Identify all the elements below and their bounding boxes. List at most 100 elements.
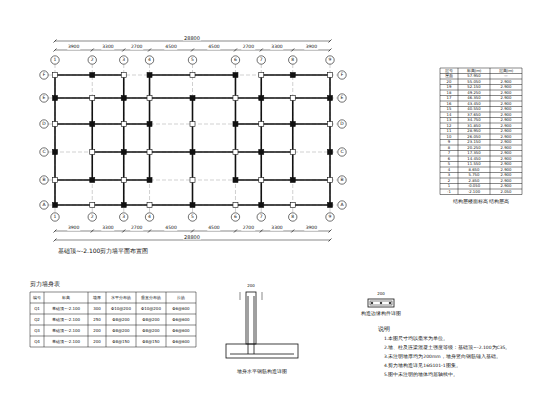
drawing-label: 3300: [101, 226, 114, 231]
drawing-label: 墙厚: [93, 296, 101, 300]
drawing-label: Φ8@200: [112, 318, 129, 322]
drawing-label: 基础顶~-2.100剪力墙平面布置图: [58, 248, 148, 254]
drawing-label: 46.350: [467, 96, 480, 100]
drawing-label: Φ8@200: [142, 329, 159, 333]
drawing-label: -0.050: [468, 184, 480, 188]
drawing-label: 7: [260, 215, 263, 220]
drawing-label: 2.900: [501, 157, 512, 161]
drawing-label: 2.900: [501, 168, 512, 172]
drawing-label: 2700: [130, 45, 143, 50]
drawing-label: 8: [291, 58, 294, 63]
drawing-label: 26.050: [467, 135, 480, 139]
drawing-label: 15: [447, 107, 452, 111]
drawing-label: 200: [93, 340, 101, 344]
drawing-label: 16: [447, 102, 452, 106]
drawing-label: 28.950: [467, 129, 480, 133]
drawing-label: 屋面: [445, 74, 453, 78]
drawing-label: 200: [247, 284, 255, 288]
drawing-label: 2.900: [501, 151, 512, 155]
drawing-label: C: [42, 150, 45, 155]
drawing-label: Q3: [34, 329, 40, 333]
drawing-label: 墙身水平钢筋构造详图: [237, 369, 287, 374]
drawing-label: 31.850: [467, 124, 480, 128]
drawing-label: 2.900: [501, 124, 512, 128]
drawing-label: 40.550: [467, 107, 480, 111]
drawing-label: 57.950: [467, 74, 480, 78]
drawing-label: 2.900: [501, 113, 512, 117]
drawing-label: 2.900: [501, 91, 512, 95]
drawing-label: 14: [447, 113, 452, 117]
drawing-label: 3300: [270, 226, 283, 231]
drawing-label: 12: [447, 124, 452, 128]
drawing-label: A: [340, 203, 343, 208]
drawing-label: 3900: [305, 226, 318, 231]
drawing-label: D: [340, 122, 343, 127]
drawing-label: 1: [448, 184, 450, 188]
drawing-label: 基础顶~-2.100: [52, 340, 80, 344]
drawing-label: 2.900: [501, 107, 512, 111]
drawing-label: 3900: [305, 45, 318, 50]
drawing-label: 8.650: [469, 168, 480, 172]
drawing-label: Φ10@200: [111, 307, 131, 311]
drawing-label: 34.750: [467, 118, 480, 122]
drawing-label: Φ6@600: [172, 329, 189, 333]
drawing-label: 4500: [207, 226, 220, 231]
drawing-label: 8: [291, 215, 294, 220]
drawing-label: 标高: [62, 296, 70, 300]
drawing-label: 2.墙、柱及连梁混凝土强度等级：基础顶~-2.100为C35。: [384, 346, 510, 351]
drawing-label: 5.750: [469, 173, 480, 177]
drawing-label: 2.900: [501, 184, 512, 188]
drawing-label: 200: [377, 292, 385, 296]
drawing-label: 3: [122, 58, 125, 63]
drawing-label: 28800: [183, 36, 201, 41]
drawing-label: Φ10@200: [141, 307, 161, 311]
drawing-label: 4.剪力墙构造详见16G101-1图集。: [384, 364, 461, 369]
drawing-label: Q4: [34, 340, 40, 344]
drawing-label: 2.050: [501, 190, 512, 194]
drawing-label: 4500: [164, 226, 177, 231]
drawing-label: 52.150: [467, 85, 480, 89]
drawing-label: 2.900: [501, 179, 512, 183]
drawing-label: 3: [122, 215, 125, 220]
drawing-label: 9: [329, 58, 332, 63]
drawing-label: 1: [54, 58, 57, 63]
drawing-label: 5: [191, 215, 194, 220]
drawing-label: -1: [447, 190, 451, 194]
drawing-label: 说明: [378, 327, 390, 333]
drawing-label: 9: [329, 215, 332, 220]
drawing-label: 2.900: [501, 140, 512, 144]
drawing-label: 5.图中未注明的墙体均居轴线中。: [384, 373, 458, 378]
drawing-label: 2.900: [501, 129, 512, 133]
drawing-label: B: [42, 178, 45, 183]
plan-linework: [40, 40, 346, 242]
drawing-label: A: [42, 203, 45, 208]
drawing-label: 49.250: [467, 91, 480, 95]
drawing-label: 构造边缘构件详图: [361, 312, 401, 317]
drawing-label: 2.900: [501, 85, 512, 89]
drawing-label: 17.350: [467, 151, 480, 155]
drawing-label: 3.未注明墙厚均为200mm，墙身竖向钢筋锚入基础。: [384, 355, 501, 360]
drawing-label: Φ8@150: [142, 340, 159, 344]
drawing-label: 2.850: [469, 179, 480, 183]
wall-section-detail: [226, 292, 298, 358]
drawing-label: 垂直分布筋: [141, 296, 161, 300]
drawing-label: 2: [91, 58, 94, 63]
drawing-label: 55.050: [467, 80, 480, 84]
drawing-label: 3: [448, 173, 450, 177]
drawing-label: 3300: [101, 45, 114, 50]
drawing-label: F: [341, 73, 344, 78]
drawing-label: E: [341, 96, 344, 101]
drawing-label: 14.450: [467, 157, 480, 161]
drawing-label: Q1: [34, 307, 40, 311]
drawing-label: 2.900: [501, 102, 512, 106]
drawing-label: 4: [448, 168, 450, 172]
drawing-label: 剪力墙身表: [30, 282, 60, 288]
drawing-label: 300: [93, 307, 101, 311]
drawing-label: E: [43, 96, 46, 101]
drawing-label: 2700: [242, 45, 255, 50]
drawing-label: Φ6@600: [172, 307, 189, 311]
drawing-label: Φ8@150: [112, 340, 129, 344]
drawing-label: 5: [448, 162, 450, 166]
drawing-label: Φ8@200: [112, 329, 129, 333]
drawing-label: 6: [234, 215, 237, 220]
